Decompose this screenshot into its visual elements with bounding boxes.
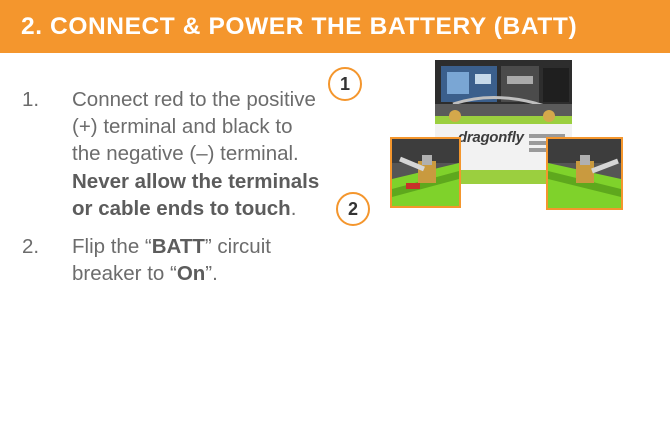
step-text-part: ”. xyxy=(205,262,218,286)
step-text-part: Flip the “ xyxy=(72,235,152,259)
positive-terminal-photo xyxy=(546,137,623,210)
battery-brand-label: dragonfly xyxy=(458,129,524,146)
step-text: Flip the “BATT” circuit breaker to “On”. xyxy=(72,233,324,287)
terminal-closeup-image xyxy=(392,139,459,206)
breaker-name: BATT xyxy=(151,235,205,259)
section-header: 2. CONNECT & POWER THE BATTERY (BATT) xyxy=(0,0,670,53)
callout-badge-2: 2 xyxy=(336,192,370,226)
terminal-closeup-image xyxy=(548,139,621,208)
list-item: 1. Connect red to the positive (+) termi… xyxy=(0,86,330,222)
step-text-part: . xyxy=(290,196,297,220)
section-title: 2. CONNECT & POWER THE BATTERY (BATT) xyxy=(21,12,578,40)
negative-terminal-photo xyxy=(390,137,461,208)
instruction-list: 1. Connect red to the positive (+) termi… xyxy=(0,86,330,287)
step-warning: Never allow the terminals or cable ends … xyxy=(72,169,320,220)
step-text: Connect red to the positive (+) terminal… xyxy=(72,86,324,222)
list-item: 2. Flip the “BATT” circuit breaker to “O… xyxy=(0,233,330,287)
step-number: 2. xyxy=(22,235,40,259)
callout-badge-1: 1 xyxy=(328,67,362,101)
step-number: 1. xyxy=(22,88,40,111)
step-text-part: ” circuit breaker to “ xyxy=(72,235,271,286)
step-text-part: Connect red to the positive (+) terminal… xyxy=(72,88,316,166)
breaker-state: On xyxy=(176,262,206,286)
